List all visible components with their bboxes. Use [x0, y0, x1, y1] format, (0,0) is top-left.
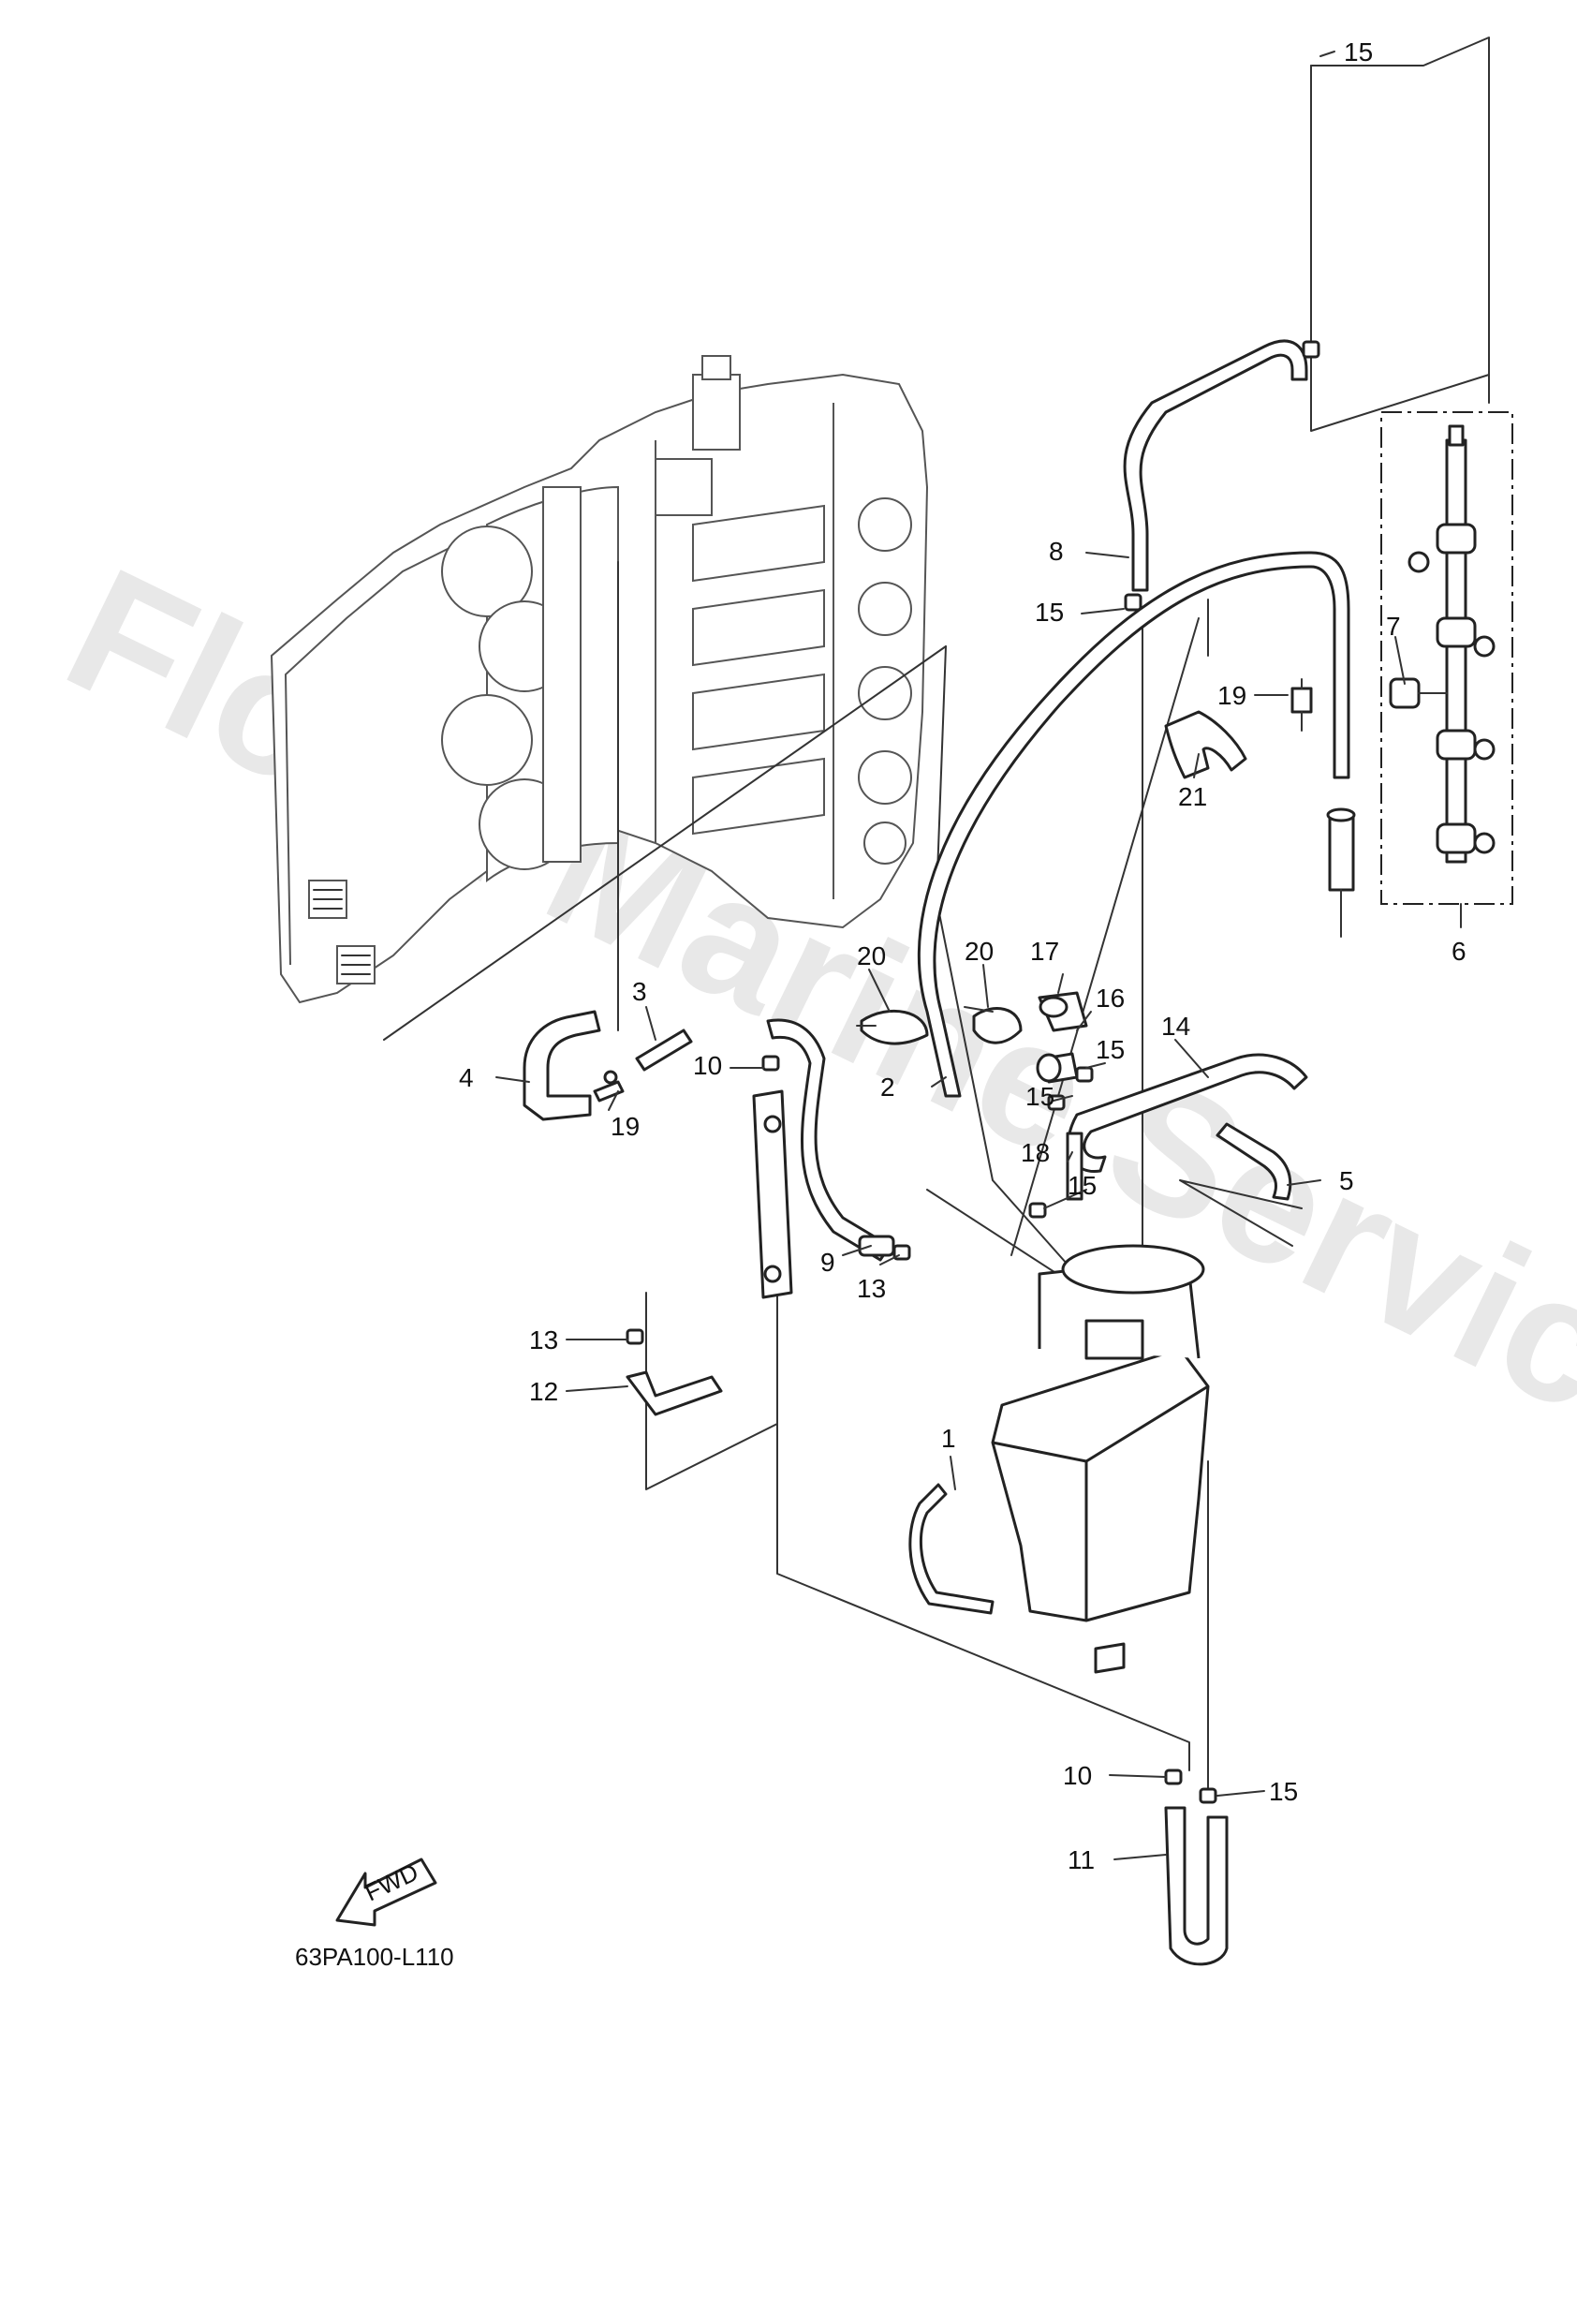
callout-19: 19: [1217, 681, 1246, 710]
callout-15: 15: [1344, 37, 1373, 67]
fuel-rail-dashed-box: [1380, 411, 1513, 905]
part-19-connectors: [593, 678, 1313, 1103]
callout-6: 6: [1452, 937, 1466, 966]
callout-14: 14: [1161, 1012, 1190, 1041]
fuel-bracket: [752, 1089, 793, 1299]
part-3-hose: [635, 1029, 693, 1072]
callout-15: 15: [1096, 1035, 1125, 1064]
part-5-hose: [1216, 1122, 1292, 1201]
fuel-filter: [1326, 807, 1356, 938]
part-6-fuel-rail: [1380, 411, 1513, 905]
callout-2: 2: [880, 1073, 895, 1102]
callout-numbers: 15 8 15 7 19 21 6 20 20 17 16 3 14 15 10…: [459, 37, 1466, 1874]
part-12-hose: [626, 1370, 723, 1416]
callout-7: 7: [1386, 612, 1401, 641]
callout-12: 12: [529, 1377, 558, 1406]
callout-20: 20: [857, 941, 886, 970]
diagram-code: 63PA100-L110: [295, 1943, 454, 1971]
callout-15: 15: [1035, 598, 1064, 627]
callout-18: 18: [1021, 1138, 1050, 1167]
hose-clamps: [626, 340, 1320, 1804]
callout-1: 1: [941, 1424, 956, 1453]
part-4-elbow-hose: [523, 1010, 601, 1121]
callout-16: 16: [1096, 984, 1125, 1013]
vapor-separator: [991, 1244, 1210, 1674]
throttle-bodies: [441, 486, 582, 870]
callout-5: 5: [1339, 1166, 1354, 1195]
callout-4: 4: [459, 1063, 474, 1092]
callout-9: 9: [820, 1248, 835, 1277]
callout-20: 20: [965, 937, 994, 966]
callout-leaders: [495, 51, 1462, 1860]
callout-17: 17: [1030, 937, 1059, 966]
callout-10: 10: [693, 1051, 722, 1080]
part-8-hose: [1123, 339, 1308, 592]
callout-3: 3: [632, 977, 647, 1006]
part-11-u-hose: [1164, 1806, 1229, 1966]
callout-10: 10: [1063, 1761, 1092, 1790]
callout-21: 21: [1178, 782, 1207, 811]
part-16-sleeve: [1036, 1052, 1079, 1084]
part-18-hose: [1066, 1132, 1083, 1201]
callout-19: 19: [611, 1112, 640, 1141]
part-9-hose: [766, 1018, 895, 1262]
part-7-regulator-cap: [1389, 677, 1448, 709]
part-1-hose: [908, 1483, 995, 1615]
intake-runners: [692, 504, 825, 836]
part-17-cap: [1038, 991, 1088, 1032]
intake-manifold-assembly: [270, 355, 929, 1004]
callout-11: 11: [1068, 1845, 1095, 1874]
silencer-grilles: [308, 880, 376, 984]
callout-8: 8: [1049, 537, 1064, 566]
callout-13: 13: [529, 1325, 558, 1354]
callout-15: 15: [1269, 1777, 1298, 1806]
fwd-arrow-icon: FWD: [335, 1858, 437, 1927]
callout-15: 15: [1068, 1171, 1097, 1200]
callout-13: 13: [857, 1274, 886, 1303]
part-20-clamps: [856, 1006, 1023, 1045]
callout-15: 15: [1025, 1082, 1054, 1111]
throttle-position-sensor: [655, 355, 741, 516]
injector-clips: [1408, 523, 1496, 854]
part-2-hose: [917, 551, 1350, 1098]
part-21-clip: [1164, 710, 1247, 779]
